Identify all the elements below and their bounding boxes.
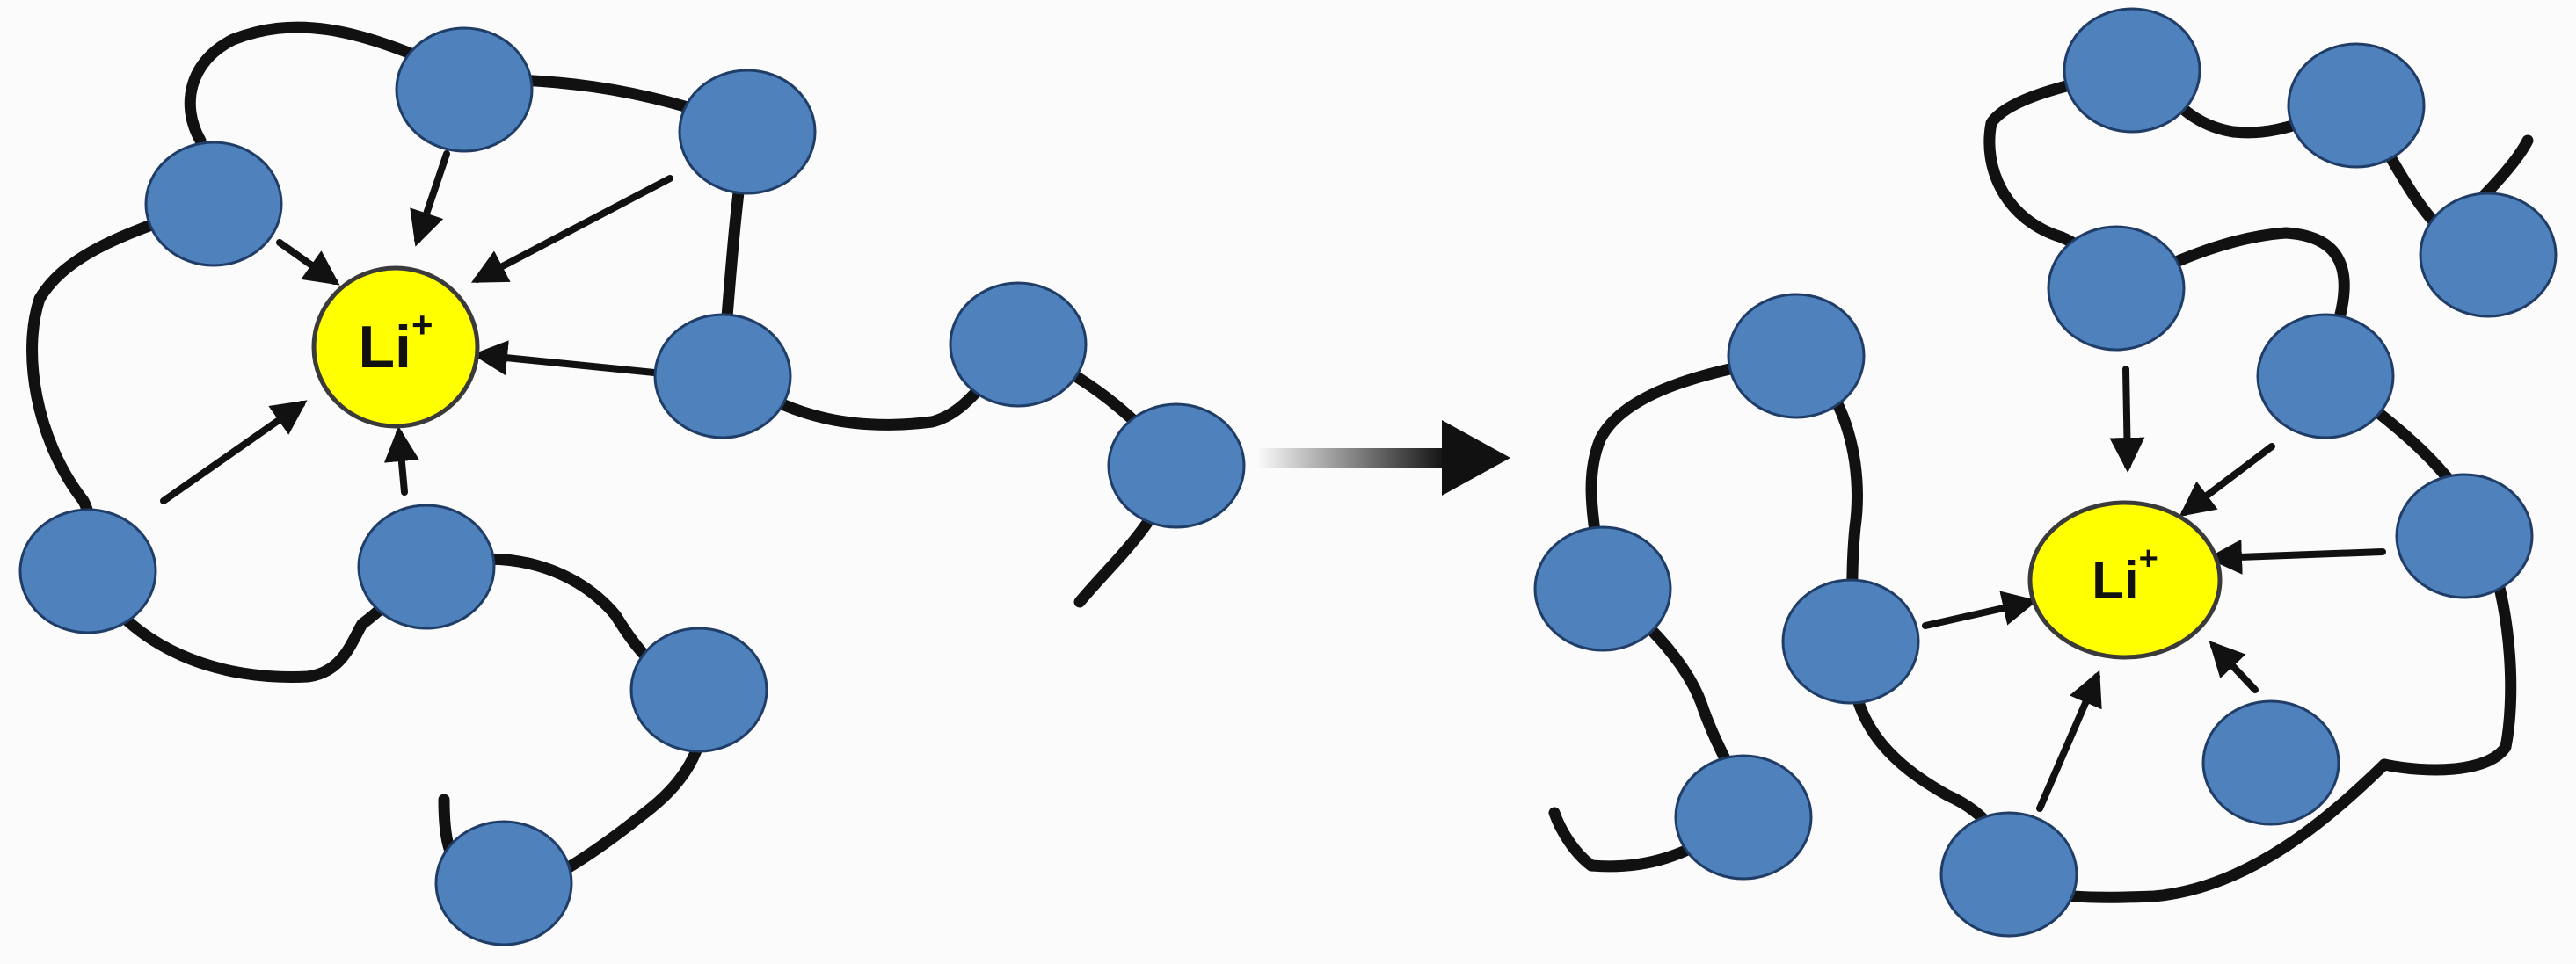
coordination-arrow	[410, 150, 450, 247]
oxygen-site	[949, 281, 1088, 408]
oxygen-site	[18, 508, 157, 634]
coordination-arrow	[1922, 591, 2038, 629]
coordination-arrow	[470, 175, 673, 283]
oxygen-site	[2395, 473, 2534, 599]
coordination-arrow	[2209, 641, 2259, 693]
lithium-ion-charge: +	[411, 304, 433, 345]
right-lithium-ion: Li+	[2027, 500, 2223, 660]
oxygen-site	[2201, 699, 2340, 826]
oxygen-site	[678, 69, 817, 195]
left-complex: Li+	[18, 21, 1246, 946]
transition-arrow-shaft	[1257, 448, 1446, 468]
coordination-arrow	[472, 340, 658, 376]
oxygen-site	[1107, 402, 1246, 529]
oxygen-site	[144, 141, 283, 267]
right-coordination-arrows	[1922, 366, 2386, 812]
chain-segment	[184, 21, 474, 147]
oxygen-site	[2256, 313, 2395, 439]
transition-arrow-head	[1442, 420, 1510, 496]
lithium-ion-label: Li	[359, 314, 411, 381]
lithium-ion-circle	[311, 265, 480, 429]
oxygen-site	[2287, 42, 2426, 169]
oxygen-site	[629, 627, 768, 753]
oxygen-site	[653, 313, 792, 439]
coordination-arrow	[2179, 443, 2275, 517]
lithium-ion-circle	[2027, 500, 2223, 660]
oxygen-site	[1674, 754, 1813, 881]
oxygen-site	[2063, 7, 2201, 134]
oxygen-site	[1939, 811, 2078, 938]
svg-text:Li+: Li+	[359, 304, 433, 381]
left-oxygen-sites	[18, 26, 1246, 946]
left-lithium-ion: Li+	[311, 265, 480, 429]
oxygen-site	[1533, 525, 1672, 652]
chain-segment	[2378, 530, 2517, 776]
oxygen-site	[357, 504, 496, 630]
coordination-arrow	[2109, 366, 2145, 473]
coordination-arrow	[383, 426, 419, 496]
right-oxygen-sites	[1533, 7, 2558, 938]
svg-text:Li+: Li+	[2092, 540, 2158, 610]
oxygen-site	[2419, 192, 2558, 318]
oxygen-site	[2047, 225, 2186, 352]
right-complex: Li+	[1533, 7, 2558, 938]
oxygen-site	[434, 820, 573, 946]
lithium-ion-label: Li	[2092, 551, 2138, 610]
left-coordination-arrows	[160, 150, 673, 504]
oxygen-site	[1781, 578, 1920, 705]
coordination-arrow	[2207, 539, 2386, 575]
oxygen-site	[1727, 293, 1866, 419]
coordination-arrow	[2036, 670, 2102, 812]
oxygen-site	[395, 26, 534, 153]
coordination-arrow	[276, 239, 340, 286]
lithium-ion-charge: +	[2139, 540, 2158, 577]
coordination-arrow	[160, 400, 308, 504]
transition-arrow	[1257, 420, 1510, 496]
